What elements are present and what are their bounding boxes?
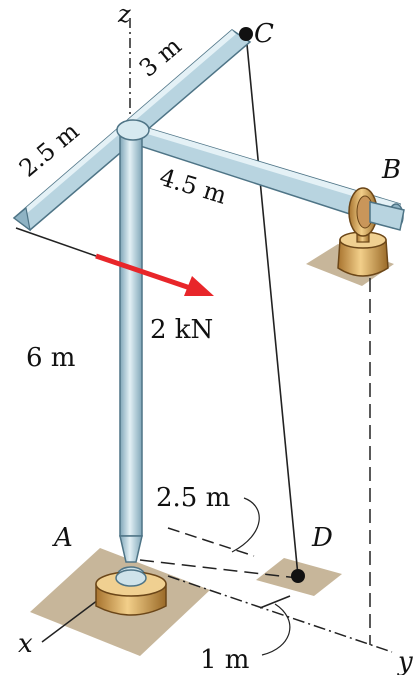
dim-2-5m-leader (231, 497, 260, 553)
axis-x-label: x (18, 629, 33, 659)
point-c (239, 27, 253, 41)
dim-1m-tick (259, 595, 291, 609)
point-d (291, 569, 305, 583)
point-b-label: B (381, 155, 401, 185)
post-joint (116, 119, 150, 141)
dim-6m-label: 6 m (26, 343, 75, 373)
arm-b-end (369, 201, 405, 231)
y-axis (167, 575, 393, 653)
force-label: 2 kN (150, 315, 213, 345)
axis-z-label: z (117, 0, 131, 28)
dashed-d-line (139, 559, 299, 579)
point-a-label: A (52, 523, 73, 553)
force-line (15, 227, 97, 257)
dim-1m-leader (261, 603, 291, 656)
force-arrow-shaft (95, 253, 197, 293)
axis-y-label: y (397, 647, 413, 675)
point-c-label: C (254, 19, 274, 49)
dim-2-5m-base-label: 2.5 m (156, 483, 230, 513)
bearing-b (337, 187, 389, 277)
vertical-post (116, 127, 146, 586)
cable-cd (245, 33, 299, 577)
dashed-2-5m-line (167, 527, 255, 557)
force-arrow-head (184, 276, 214, 296)
point-d-label: D (311, 523, 333, 553)
dim-1m-label: 1 m (200, 645, 249, 675)
bearing-a (95, 569, 167, 616)
